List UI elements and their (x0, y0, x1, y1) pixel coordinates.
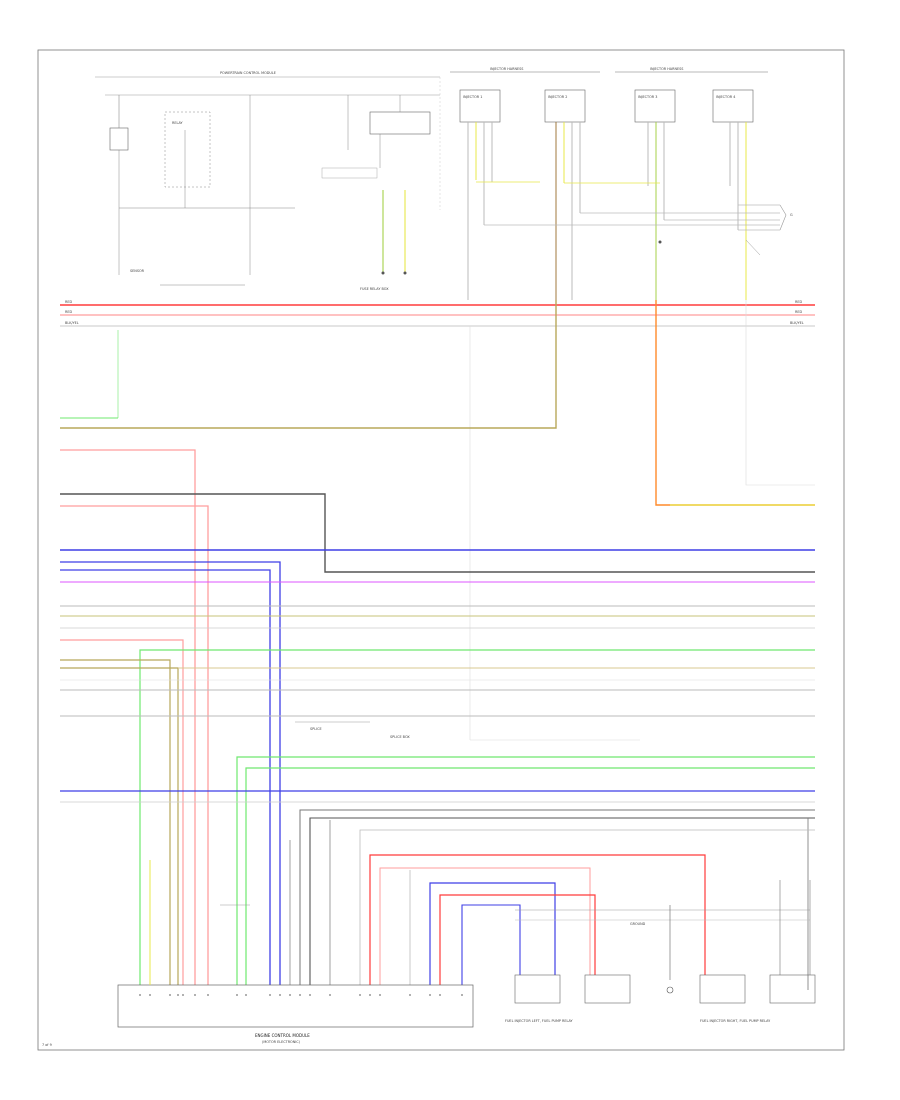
page-corner-label: 7 of 9 (42, 1043, 52, 1047)
ecm-pins (139, 994, 463, 996)
injector-3: INJECTOR 3 (634, 89, 676, 123)
svg-text:RELAY: RELAY (172, 121, 184, 125)
svg-text:INJECTOR 4: INJECTOR 4 (716, 95, 735, 99)
left-module-title: POWERTRAIN CONTROL MODULE (220, 71, 276, 75)
svg-text:RED: RED (65, 310, 72, 314)
injector-wires (467, 122, 747, 300)
sensor-box (109, 127, 129, 151)
engine-control-module (117, 984, 474, 1028)
ecm-label: ENGINE CONTROL MODULE (255, 1033, 310, 1038)
bottom-group-1-label: FUEL INJECTOR LEFT, FUEL PUMP RELAY (505, 1019, 574, 1023)
svg-text:FUSE RELAY BOX: FUSE RELAY BOX (360, 287, 389, 291)
svg-text:BLK/YEL: BLK/YEL (65, 321, 79, 325)
svg-text:RED: RED (65, 300, 72, 304)
svg-text:SPLICE: SPLICE (310, 727, 322, 731)
svg-text:G: G (790, 213, 793, 217)
bottom-relay-2 (584, 974, 631, 1004)
svg-text:SENSOR: SENSOR (130, 269, 145, 273)
bottom-group-2-label: FUEL INJECTOR RIGHT, FUEL PUMP RELAY (700, 1019, 771, 1023)
svg-text:INJECTOR 2: INJECTOR 2 (548, 95, 567, 99)
ecm-sublabel: (MOTOR ELECTRONIC) (262, 1040, 301, 1044)
bottom-relay-3 (699, 974, 746, 1004)
injector-2: INJECTOR 2 (544, 89, 586, 123)
svg-text:INJECTOR 3: INJECTOR 3 (638, 95, 657, 99)
injector-1: INJECTOR 1 (459, 89, 501, 123)
injector-4: INJECTOR 4 (712, 89, 754, 123)
injector-harness-1-title: INJECTOR HARNESS (490, 67, 523, 71)
bottom-relay-4 (769, 974, 816, 1004)
svg-text:GROUND: GROUND (630, 922, 646, 926)
control-box (369, 111, 431, 135)
diagram-frame (37, 49, 845, 1051)
power-bus (60, 304, 815, 327)
svg-text:BLK/YEL: BLK/YEL (790, 321, 804, 325)
svg-text:SPLICE BOX: SPLICE BOX (390, 735, 410, 739)
svg-text:INJECTOR 1: INJECTOR 1 (463, 95, 482, 99)
bottom-relay-1 (514, 974, 561, 1004)
svg-text:RED: RED (795, 310, 802, 314)
injector-harness-2-title: INJECTOR HARNESS (650, 67, 683, 71)
svg-text:RED: RED (795, 300, 802, 304)
